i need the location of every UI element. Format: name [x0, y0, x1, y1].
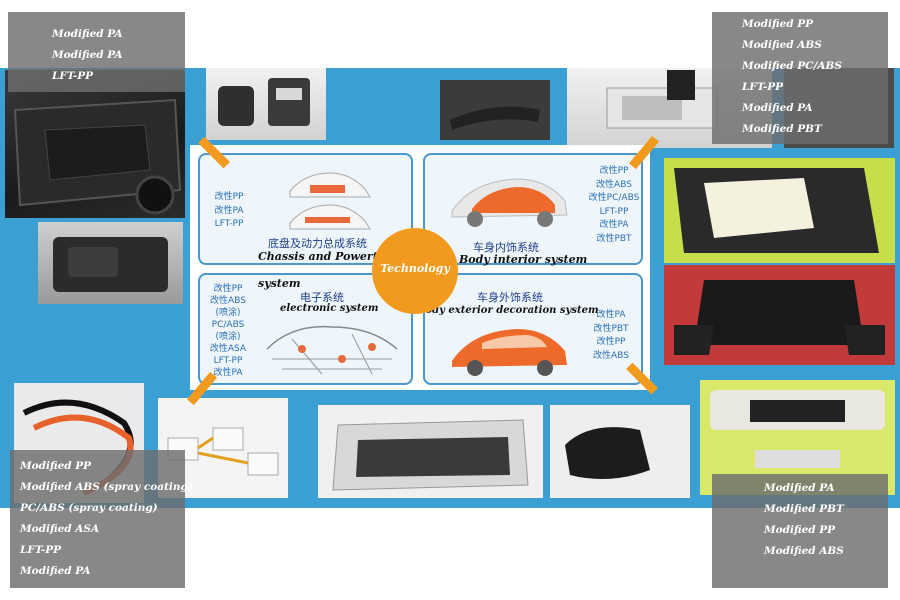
- overlay-item: Modified ASA: [20, 523, 100, 535]
- underbody-illustration: [13, 98, 182, 215]
- overlay-item: Modified PA: [20, 565, 91, 577]
- canister-illustration: [218, 78, 310, 126]
- panel-body-interior: 车身内饰系统 Body interior system 改性PP 改性ABS 改…: [423, 153, 643, 266]
- exterior-title-en: Body exterior decoration system: [417, 305, 599, 316]
- material-item: 改性PA: [214, 205, 244, 216]
- overlay-bottom-left: Modified PP Modified ABS (spray coating)…: [10, 450, 193, 588]
- material-item: 改性PP: [213, 284, 243, 294]
- overlay-item: Modified PP: [764, 524, 836, 536]
- material-item: 改性ABS: [593, 350, 629, 361]
- overlay-bottom-right: Modified PA Modified PBT Modified PP Mod…: [712, 474, 888, 588]
- material-item: 改性ABS: [210, 296, 246, 306]
- material-item: 改性PBT: [596, 233, 632, 244]
- material-item: 改性ABS: [596, 179, 632, 190]
- photo-interior-handle: [440, 80, 550, 140]
- overlay-top-left: Modified PA Modified PA LFT-PP: [8, 12, 185, 92]
- interior-car-illustration: [451, 178, 568, 227]
- handle-illustration: [450, 106, 540, 130]
- material-item: 改性PP: [596, 337, 626, 347]
- roof-illustration: [332, 419, 529, 491]
- material-item: LFT-PP: [599, 206, 629, 217]
- chassis-title-en-line2: system: [258, 277, 301, 290]
- photo-canister-parts: [206, 68, 326, 140]
- electronic-wiring-illustration: [266, 325, 398, 375]
- photo-door-panel: [664, 158, 895, 263]
- material-item: 改性PP: [214, 192, 244, 202]
- technology-circle: [372, 228, 458, 314]
- electronic-materials-list: 改性PP 改性ABS (喷涂) PC/ABS (喷涂) 改性ASA LFT-PP…: [204, 283, 252, 379]
- exterior-title-cn: 车身外饰系统: [477, 291, 543, 304]
- overlay-item: LFT-PP: [20, 544, 62, 556]
- mirror-illustration: [565, 427, 650, 479]
- photo-chassis-underbody: [5, 70, 185, 218]
- material-item: 改性PA: [213, 368, 243, 378]
- exterior-car-illustration: [452, 329, 567, 376]
- photo-air-intake: [38, 222, 183, 304]
- material-item: 改性ASA: [209, 344, 247, 354]
- material-item: 改性PBT: [593, 323, 629, 334]
- photo-side-mirror: [550, 405, 690, 498]
- material-item: 改性PP: [599, 166, 629, 176]
- panel-electronic-system: system 改性PP 改性ABS (喷涂) PC/ABS (喷涂) 改性ASA…: [198, 273, 413, 385]
- overlay-item: LFT-PP: [52, 70, 94, 82]
- connector-illustration: [167, 427, 279, 476]
- technology-label: Technology: [380, 262, 450, 275]
- photo-front-grille: [664, 265, 895, 365]
- overlay-item: Modified PBT: [742, 123, 822, 135]
- exterior-materials-list: 改性PA 改性PBT 改性PP 改性ABS: [583, 309, 639, 363]
- air-intake-illustration: [53, 237, 168, 292]
- overlay-item: Modified PA: [742, 102, 813, 114]
- overlay-item: LFT-PP: [742, 81, 784, 93]
- overlay-item: Modified PP: [742, 18, 814, 30]
- overlay-item: Modified ABS: [764, 545, 844, 557]
- overlay-item: Modified PA: [764, 482, 835, 494]
- chassis-materials-list: 改性PP 改性PA LFT-PP: [206, 191, 252, 232]
- material-item: 改性PA: [596, 310, 626, 320]
- chassis-title-en: Chassis and Powertrain: [258, 250, 403, 263]
- chassis-car-illustration: [289, 172, 371, 230]
- interior-title-en: Body interior system: [459, 253, 588, 266]
- overlay-top-right: Modified PP Modified ABS Modified PC/ABS…: [712, 12, 888, 144]
- door-panel-illustration: [674, 168, 879, 253]
- material-item: 改性PC/ABS: [588, 193, 640, 203]
- overlay-item: Modified PA: [52, 49, 123, 61]
- overlay-item: Modified PA: [52, 28, 123, 40]
- panel-body-exterior: 车身外饰系统 Body exterior decoration system 改…: [417, 273, 643, 385]
- material-item: PC/ABS: [211, 320, 245, 330]
- interior-materials-list: 改性PP 改性ABS 改性PC/ABS LFT-PP 改性PA 改性PBT: [585, 165, 643, 246]
- overlay-item: PC/ABS (spray coating): [20, 502, 158, 514]
- overlay-item: Modified PP: [20, 460, 92, 472]
- material-item: (喷涂): [215, 332, 241, 342]
- overlay-item: Modified PC/ABS: [742, 60, 842, 72]
- electronic-title-cn: 电子系统: [300, 291, 344, 304]
- material-item: (喷涂): [215, 308, 241, 318]
- material-item: LFT-PP: [214, 219, 244, 229]
- interior-title-cn: 车身内饰系统: [473, 241, 539, 254]
- photo-roof-spoiler: [318, 405, 543, 498]
- rear-car-illustration: [710, 390, 885, 468]
- panel-chassis-powertrain: 改性PP 改性PA LFT-PP 底盘及动力总成系统 Chassis and P…: [198, 153, 413, 265]
- chassis-title-cn: 底盘及动力总成系统: [268, 237, 367, 250]
- material-item: 改性PA: [599, 220, 629, 230]
- overlay-item: Modified ABS: [742, 39, 822, 51]
- material-item: LFT-PP: [213, 356, 243, 366]
- electronic-title-en: electronic system: [280, 303, 379, 314]
- grille-illustration: [674, 280, 885, 355]
- overlay-item: Modified ABS (spray coating): [20, 481, 193, 493]
- overlay-item: Modified PBT: [764, 503, 844, 515]
